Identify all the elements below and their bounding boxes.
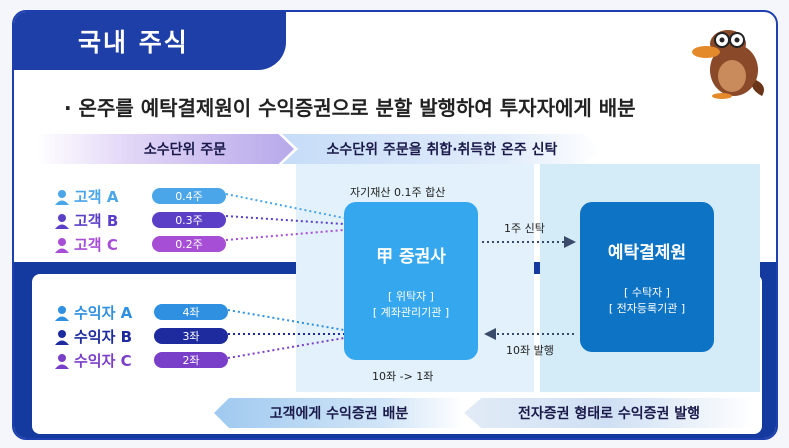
connector-customer-b — [225, 215, 345, 225]
title-tab: 국내 주식 — [14, 12, 286, 70]
beneficiary-c-amount: 2좌 — [154, 352, 228, 368]
connector-beneficiary-a — [227, 309, 345, 331]
diagram-card: 국내 주식 · 온주를 예탁결제원이 수익증권으로 분할 발행하여 투자자에게 … — [12, 10, 778, 440]
customer-c: 고객 C — [54, 234, 118, 255]
broker-top-label: 자기재산 0.1주 합산 — [350, 186, 446, 199]
person-icon — [55, 189, 69, 205]
ksd-title: 예탁결제원 — [607, 242, 687, 263]
customer-a-name: 고객 A — [74, 188, 119, 206]
connector-lines — [225, 193, 576, 359]
person-icon — [55, 329, 69, 345]
broker-title: 甲 증권사 — [376, 246, 446, 267]
connector-customer-c — [225, 229, 345, 241]
beneficiary-c: 수익자 C — [54, 350, 132, 371]
beneficiary-a-amount: 4좌 — [154, 304, 228, 320]
beneficiary-a: 수익자 A — [54, 302, 132, 323]
beneficiary-b-amount: 3좌 — [154, 328, 228, 344]
person-icon — [55, 213, 69, 229]
headline-text: · 온주를 예탁결제원이 수익증권으로 분할 발행하여 투자자에게 배분 — [64, 96, 636, 120]
issue-flow-label: 10좌 발행 — [506, 344, 554, 357]
broker-role-trustor: [ 위탁자 ] — [388, 289, 434, 303]
beneficiary-b: 수익자 B — [54, 326, 132, 347]
beneficiary-c-name: 수익자 C — [74, 352, 132, 370]
customer-b-amount: 0.3주 — [152, 212, 226, 228]
customer-b-name: 고객 B — [74, 212, 119, 230]
customer-c-amount: 0.2주 — [152, 236, 226, 252]
connector-customer-a — [225, 193, 345, 219]
broker-box: 甲 증권사 [ 위탁자 ] [ 계좌관리기관 ] — [344, 202, 478, 360]
connector-beneficiary-c — [227, 337, 345, 359]
ksd-box: 예탁결제원 [ 수탁자 ] [ 전자등록기관 ] — [580, 202, 714, 352]
page-title: 국내 주식 — [78, 28, 189, 57]
ksd-role-trustee: [ 수탁자 ] — [624, 285, 670, 299]
platypus-mascot-icon — [692, 30, 764, 99]
customer-b: 고객 B — [54, 210, 118, 231]
top-bar-order: 소수단위 주문 — [36, 134, 294, 164]
broker-bottom-label: 10좌 -> 1좌 — [372, 370, 434, 383]
bottom-bar-distribute: 고객에게 수익증권 배분 — [214, 398, 464, 428]
customer-a: 고객 A — [54, 186, 118, 207]
top-flow-bars: 소수단위 주문 소수단위 주문을 취합·취득한 온주 신탁 — [14, 134, 776, 164]
customer-c-name: 고객 C — [74, 236, 118, 254]
trust-flow-label: 1주 신탁 — [504, 222, 545, 235]
person-icon — [55, 237, 69, 253]
ksd-role-registry: [ 전자등록기관 ] — [608, 301, 686, 315]
person-icon — [55, 305, 69, 321]
person-icon — [55, 353, 69, 369]
beneficiary-a-name: 수익자 A — [74, 304, 133, 322]
customer-a-amount: 0.4주 — [152, 188, 226, 204]
bottom-bar-issue: 전자증권 형태로 수익증권 발행 — [464, 398, 754, 428]
beneficiary-b-name: 수익자 B — [74, 328, 133, 346]
broker-role-account: [ 계좌관리기관 ] — [372, 305, 450, 319]
top-bar-trust: 소수단위 주문을 취합·취득한 온주 신탁 — [282, 134, 602, 164]
